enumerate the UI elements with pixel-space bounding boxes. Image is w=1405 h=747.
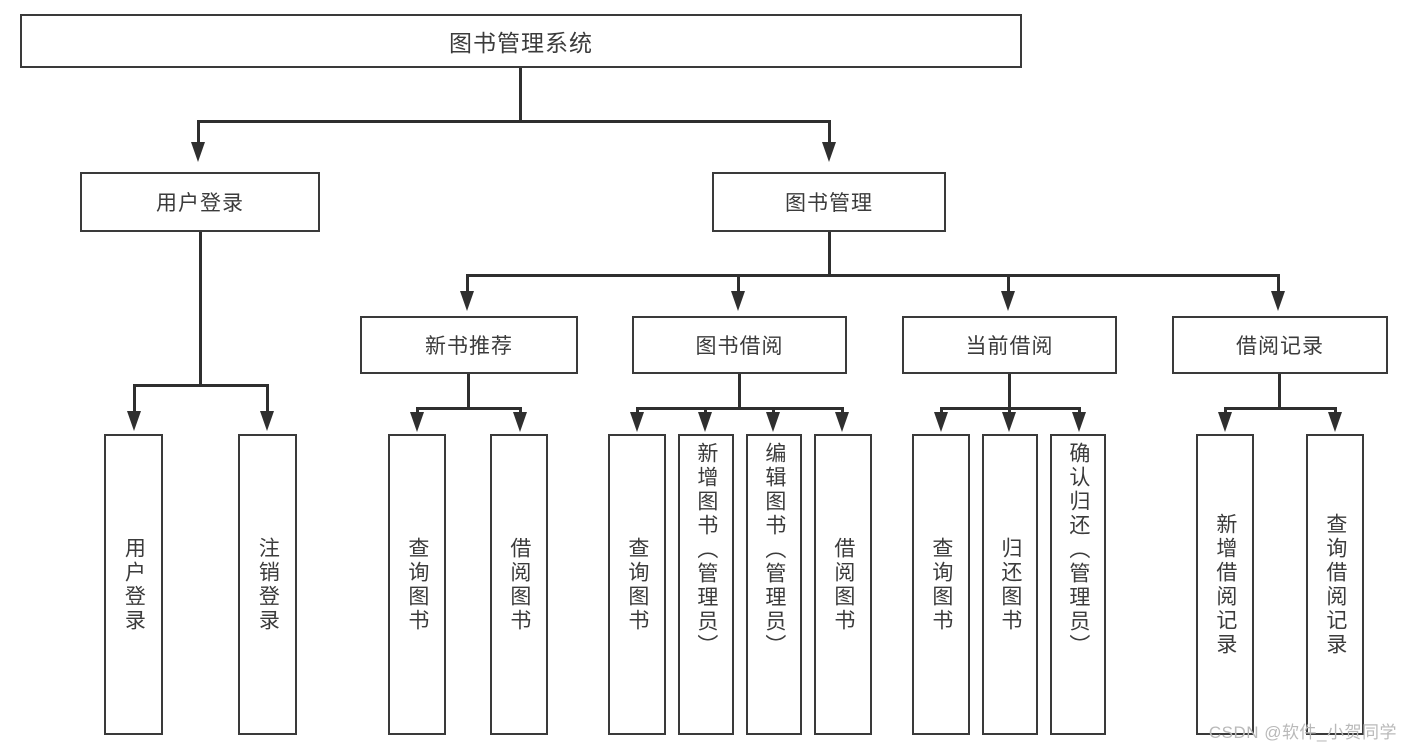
edge-book-manage-bar — [466, 274, 1280, 277]
node-book-management-system[interactable]: 图书管理系统 — [20, 14, 1022, 68]
leaf-query-borrow-record[interactable]: 查询借阅记录 — [1306, 434, 1364, 735]
arrow-to-leaf-add-record — [1218, 412, 1232, 432]
node-label: 借阅图书 — [831, 536, 855, 633]
edge-book-borrow-to-leaf-3 — [772, 407, 775, 416]
edge-borrow-record-stem — [1278, 374, 1281, 407]
arrow-to-leaf-query-book-3 — [934, 412, 948, 432]
edge-user-login-to-leaf-1 — [133, 384, 136, 411]
arrow-to-leaf-borrow-book-2 — [835, 412, 849, 432]
leaf-borrow-book-2[interactable]: 借阅图书 — [814, 434, 872, 735]
node-label: 归还图书 — [998, 536, 1022, 633]
edge-borrow-record-to-leaf-2 — [1334, 407, 1337, 416]
leaf-query-book-2[interactable]: 查询图书 — [608, 434, 666, 735]
leaf-query-book-1[interactable]: 查询图书 — [388, 434, 446, 735]
leaf-return-book[interactable]: 归还图书 — [982, 434, 1038, 735]
node-label: 编辑图书（管理员） — [762, 442, 786, 658]
edge-book-borrow-bar — [636, 407, 844, 410]
node-label: 新增图书（管理员） — [694, 442, 718, 658]
node-label: 确认归还（管理员） — [1066, 442, 1090, 658]
arrow-to-leaf-borrow-book-1 — [513, 412, 527, 432]
arrow-to-leaf-query-book-1 — [410, 412, 424, 432]
leaf-edit-book-admin[interactable]: 编辑图书（管理员） — [746, 434, 802, 735]
edge-root-bar — [197, 120, 831, 123]
edge-current-borrow-to-leaf-1 — [940, 407, 943, 416]
edge-book-borrow-to-leaf-2 — [704, 407, 707, 416]
arrow-to-borrow-record — [1271, 291, 1285, 311]
node-label: 图书借阅 — [695, 335, 784, 358]
arrow-to-leaf-confirm-return — [1072, 412, 1086, 432]
edge-book-borrow-stem — [738, 374, 741, 407]
arrow-to-leaf-user-login — [127, 411, 141, 431]
edge-book-manage-to-l3-1 — [466, 274, 469, 291]
edge-book-borrow-to-leaf-1 — [636, 407, 639, 416]
leaf-user-login[interactable]: 用户登录 — [104, 434, 163, 735]
leaf-borrow-book-1[interactable]: 借阅图书 — [490, 434, 548, 735]
arrow-to-user-login — [191, 142, 205, 162]
edge-borrow-record-to-leaf-1 — [1224, 407, 1227, 416]
edge-book-manage-to-l3-2 — [737, 274, 740, 291]
arrow-to-leaf-query-record — [1328, 412, 1342, 432]
node-label: 查询借阅记录 — [1323, 512, 1347, 657]
edge-new-book-stem — [467, 374, 470, 407]
edge-current-borrow-to-leaf-2 — [1008, 407, 1011, 416]
node-new-book-recommend[interactable]: 新书推荐 — [360, 316, 578, 374]
leaf-confirm-return-admin[interactable]: 确认归还（管理员） — [1050, 434, 1106, 735]
node-user-login[interactable]: 用户登录 — [80, 172, 320, 232]
edge-book-borrow-to-leaf-4 — [841, 407, 844, 416]
node-label: 借阅记录 — [1236, 335, 1324, 358]
edge-new-book-bar — [416, 407, 522, 410]
arrow-to-book-manage — [822, 142, 836, 162]
edge-book-manage-to-l3-4 — [1277, 274, 1280, 291]
leaf-add-book-admin[interactable]: 新增图书（管理员） — [678, 434, 734, 735]
node-label: 查询图书 — [625, 536, 649, 633]
edge-new-book-to-leaf-1 — [416, 407, 419, 416]
edge-root-to-user-login — [197, 120, 200, 142]
edge-root-stem — [519, 68, 522, 120]
edge-current-borrow-stem — [1008, 374, 1011, 407]
arrow-to-leaf-add-book — [698, 412, 712, 432]
edge-new-book-to-leaf-2 — [519, 407, 522, 416]
edge-book-manage-stem — [828, 232, 831, 274]
arrow-to-current-borrow — [1001, 291, 1015, 311]
edge-user-login-stem — [199, 232, 202, 384]
arrow-to-leaf-edit-book — [766, 412, 780, 432]
node-label: 图书管理 — [785, 192, 873, 215]
edge-borrow-record-bar — [1224, 407, 1337, 410]
node-label: 用户登录 — [156, 192, 244, 215]
arrow-to-leaf-query-book-2 — [630, 412, 644, 432]
node-label: 注销登录 — [256, 536, 280, 633]
node-label: 借阅图书 — [507, 536, 531, 633]
edge-book-manage-to-l3-3 — [1007, 274, 1010, 291]
arrow-to-new-book-recommend — [460, 291, 474, 311]
node-label: 查询图书 — [405, 536, 429, 633]
node-current-borrow[interactable]: 当前借阅 — [902, 316, 1117, 374]
node-book-borrow[interactable]: 图书借阅 — [632, 316, 847, 374]
leaf-add-borrow-record[interactable]: 新增借阅记录 — [1196, 434, 1254, 735]
node-book-management[interactable]: 图书管理 — [712, 172, 946, 232]
edge-user-login-to-leaf-2 — [266, 384, 269, 411]
node-borrow-record[interactable]: 借阅记录 — [1172, 316, 1388, 374]
node-label: 图书管理系统 — [449, 30, 593, 56]
arrow-to-book-borrow — [731, 291, 745, 311]
node-label: 新增借阅记录 — [1213, 512, 1237, 657]
node-label: 新书推荐 — [425, 335, 513, 358]
arrow-to-leaf-logout — [260, 411, 274, 431]
node-label: 用户登录 — [122, 536, 146, 633]
arrow-to-leaf-return-book — [1002, 412, 1016, 432]
leaf-query-book-3[interactable]: 查询图书 — [912, 434, 970, 735]
leaf-logout-login[interactable]: 注销登录 — [238, 434, 297, 735]
node-label: 查询图书 — [929, 536, 953, 633]
edge-user-login-bar — [133, 384, 269, 387]
edge-current-borrow-to-leaf-3 — [1078, 407, 1081, 416]
edge-root-to-book-manage — [828, 120, 831, 142]
node-label: 当前借阅 — [965, 335, 1054, 358]
